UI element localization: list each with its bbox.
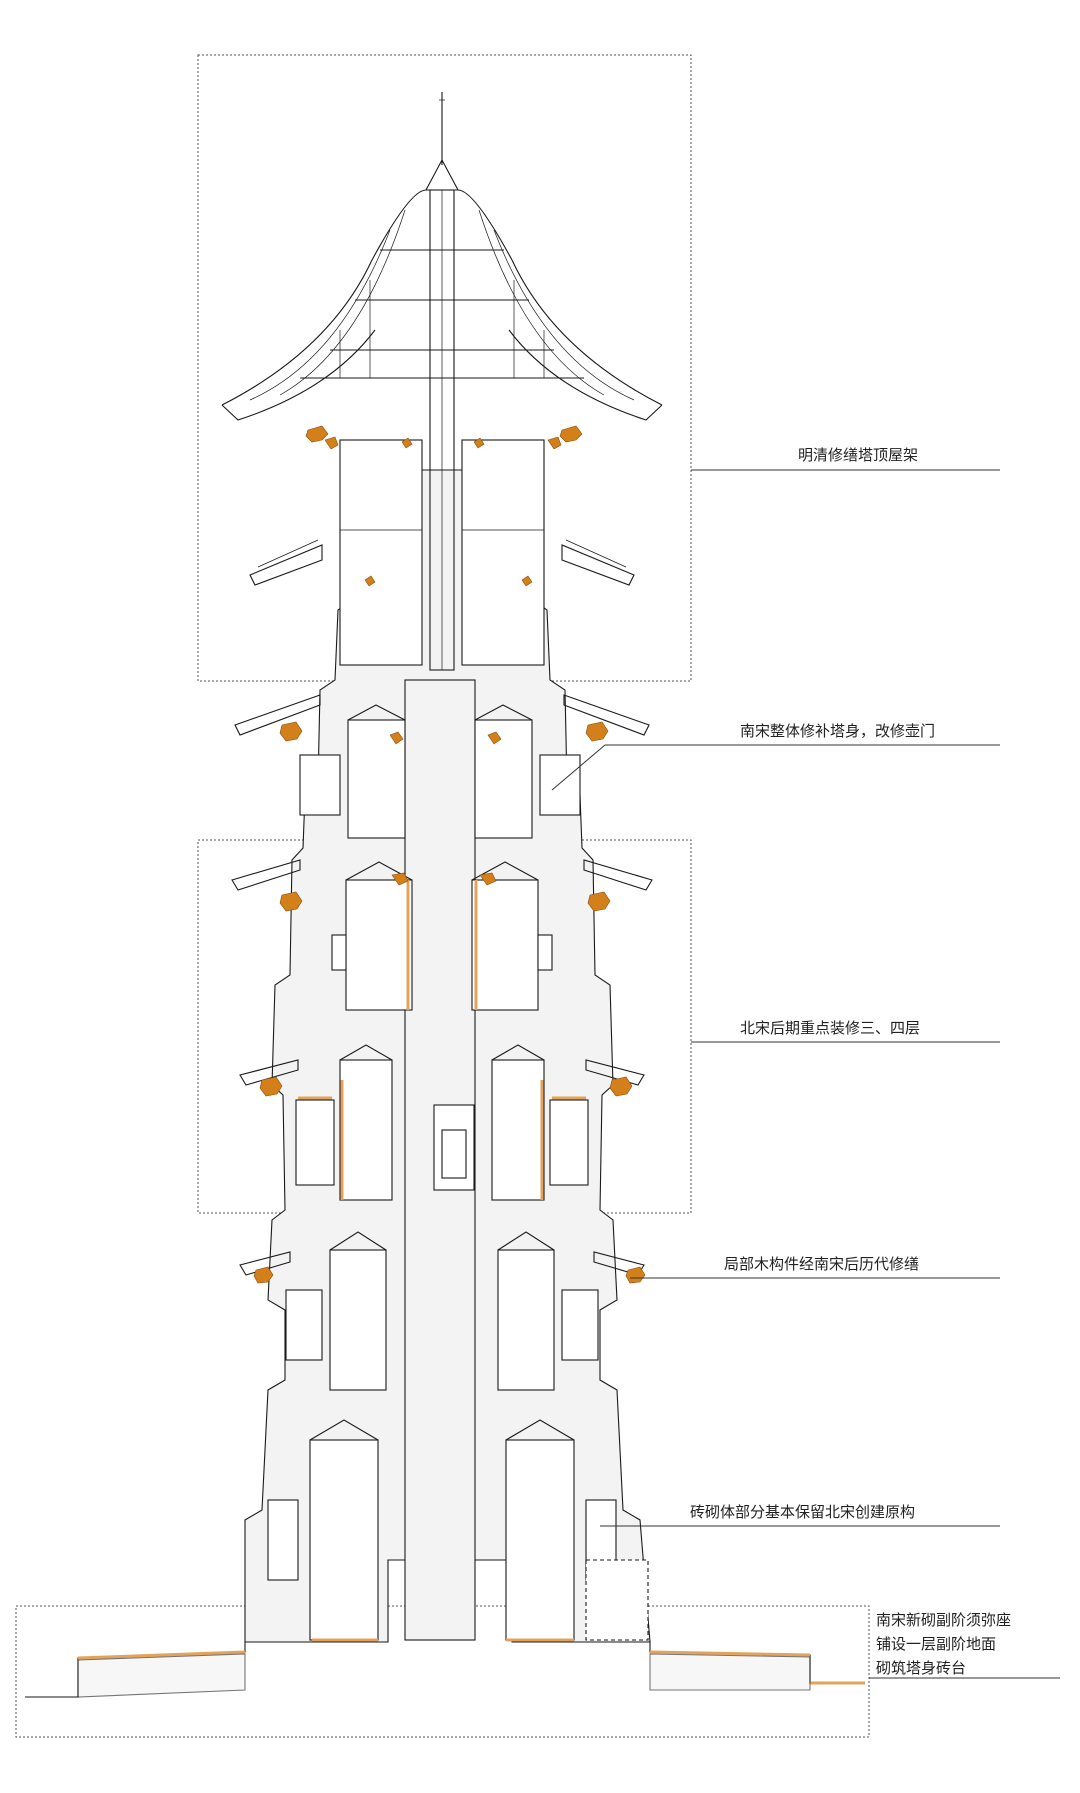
story-1 <box>267 1419 649 1642</box>
label-base-line-3: 砌筑塔身砖台 <box>876 1659 966 1677</box>
label-base-line-2: 铺设一层副阶地面 <box>876 1635 996 1653</box>
story-4 <box>231 859 653 1011</box>
leader-southern-song-diag <box>551 744 606 791</box>
story-5 <box>234 694 650 839</box>
label-wood-components: 局部木构件经南宋后历代修缮 <box>724 1255 919 1273</box>
roof-frame <box>221 92 663 671</box>
label-base-line-1: 南宋新砌副阶须弥座 <box>876 1611 1011 1629</box>
leader-lines <box>551 469 1060 1679</box>
label-brick-original: 砖砌体部分基本保留北宋创建原构 <box>690 1503 915 1521</box>
label-northern-song-late: 北宋后期重点装修三、四层 <box>740 1019 920 1037</box>
annotation-labels: 明清修缮塔顶屋架 南宋整体修补塔身，改修壶门 北宋后期重点装修三、四层 局部木构… <box>690 446 1011 1677</box>
story-3 <box>239 1044 645 1201</box>
story-2 <box>239 1231 646 1391</box>
ground-base <box>25 1641 865 1698</box>
label-roof-frame: 明清修缮塔顶屋架 <box>798 446 918 464</box>
label-southern-song-repair: 南宋整体修补塔身，改修壶门 <box>740 722 935 740</box>
tower-masonry <box>244 469 651 1643</box>
